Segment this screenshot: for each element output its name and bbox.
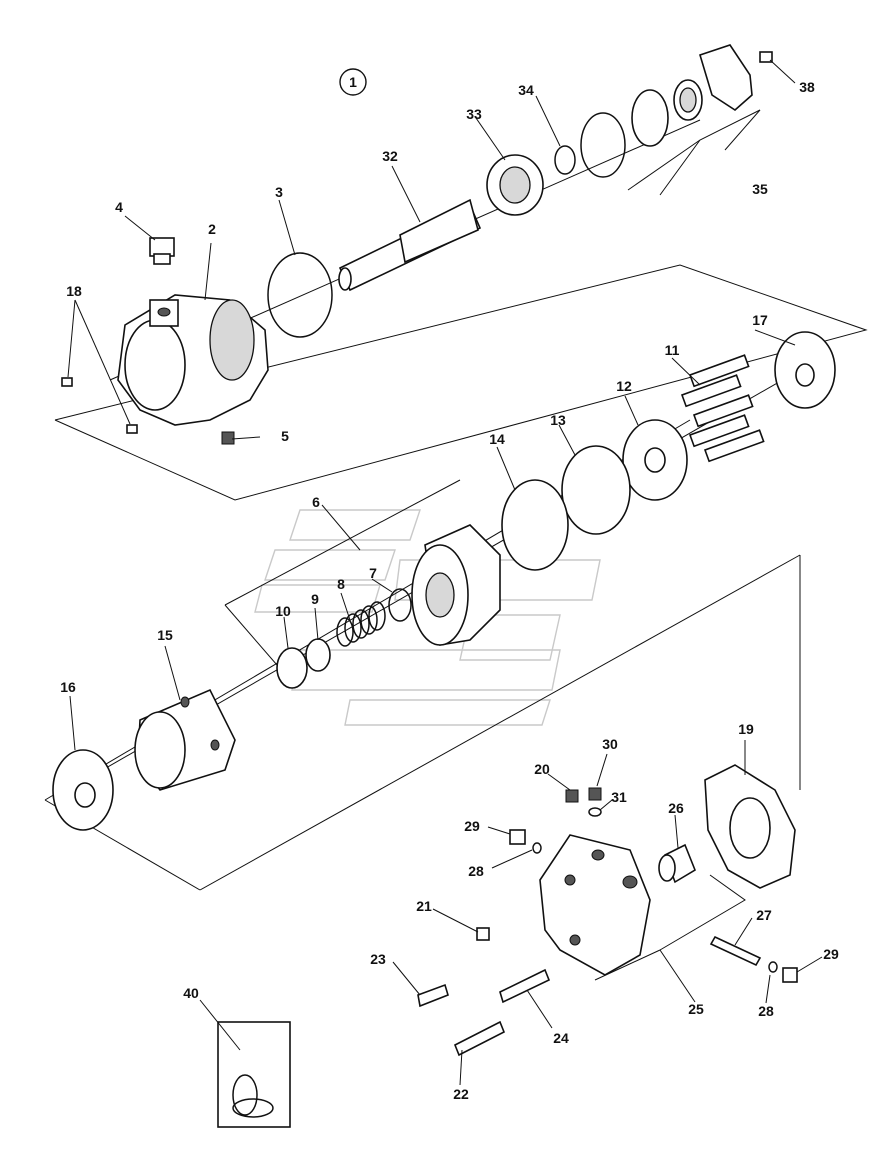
callout-label: 26 — [668, 800, 684, 816]
callout-label: 31 — [611, 789, 627, 805]
callout-label: 33 — [466, 106, 482, 122]
plug-part-21 — [476, 927, 490, 941]
callout-label: 27 — [756, 907, 772, 923]
valve-block-part-25 — [539, 834, 651, 976]
o-ring-large — [580, 112, 626, 178]
callout-label: 2 — [208, 221, 216, 237]
callout-label: 17 — [752, 312, 768, 328]
callout-label: 11 — [665, 342, 680, 358]
ring-part-7 — [388, 588, 412, 622]
callout-label: 28 — [758, 1003, 774, 1019]
plug-part-5 — [221, 431, 235, 445]
seal-kit-bag-part-40 — [217, 1021, 291, 1128]
callout-label: 29 — [464, 818, 480, 834]
pistons-part-11 — [680, 354, 765, 463]
screw-part-38 — [759, 51, 773, 63]
bearing-part-33 — [486, 154, 544, 216]
callout-label: 29 — [823, 946, 839, 962]
callout-label: 9 — [311, 591, 319, 607]
plate-part-13 — [561, 445, 631, 535]
callout-label: 35 — [752, 181, 768, 197]
ring-part-10 — [276, 647, 308, 689]
cylinder-block-part-6 — [411, 524, 501, 646]
callout-label: 19 — [738, 721, 754, 737]
callout-label: 22 — [453, 1086, 469, 1102]
callout-label: 40 — [183, 985, 199, 1001]
bushing-part-26 — [658, 843, 696, 884]
spring-part-8 — [336, 601, 386, 647]
callout-label: 23 — [370, 951, 386, 967]
callout-label: 12 — [616, 378, 632, 394]
washer-part-28-left — [532, 842, 542, 854]
callout-labels: 2 3 4 5 6 7 8 9 10 11 12 13 14 15 16 17 … — [60, 79, 839, 1102]
callout-label: 15 — [157, 627, 173, 643]
callout-label: 10 — [275, 603, 291, 619]
bolt-part-24 — [499, 968, 551, 1004]
callout-label: 24 — [553, 1030, 569, 1046]
plug-part-20 — [565, 789, 579, 803]
bolt-part-23 — [417, 983, 449, 1008]
housing-part — [117, 294, 269, 426]
cover-plate-part — [699, 44, 753, 112]
view-number: 1 — [349, 74, 357, 90]
callout-label: 34 — [518, 82, 534, 98]
callout-label: 25 — [688, 1001, 704, 1017]
plate-part-17 — [774, 331, 836, 409]
retainer-plate-part-12 — [622, 419, 688, 501]
callout-label: 30 — [602, 736, 618, 752]
bolt-part-22 — [453, 1020, 506, 1057]
o-ring-part-3 — [267, 252, 333, 338]
plug-part-30 — [588, 787, 602, 801]
callout-label: 20 — [534, 761, 550, 777]
callout-label: 28 — [468, 863, 484, 879]
washer-part-9 — [305, 638, 331, 672]
washer-part-28-right — [768, 961, 778, 973]
plate-part-14 — [501, 479, 569, 571]
view-number-circle — [339, 68, 367, 96]
callout-label: 32 — [382, 148, 398, 164]
pins-part-18 — [61, 377, 138, 434]
callout-label: 3 — [275, 184, 283, 200]
leader-lines — [67, 59, 823, 1086]
pin-part-27 — [709, 935, 762, 967]
callout-label: 7 — [369, 565, 377, 581]
callout-label: 13 — [550, 412, 566, 428]
callout-label: 4 — [115, 199, 123, 215]
seal-group-part-35 — [631, 79, 703, 147]
callout-label: 5 — [281, 428, 289, 444]
plug-part-29-right — [782, 967, 798, 983]
shaft-part-32 — [338, 198, 482, 292]
callout-label: 21 — [416, 898, 432, 914]
callout-label: 8 — [337, 576, 345, 592]
callout-label: 18 — [66, 283, 82, 299]
plug-part-4 — [149, 237, 175, 265]
callout-label: 6 — [312, 494, 320, 510]
sleeve-part-15 — [134, 688, 236, 791]
callout-label: 38 — [799, 79, 815, 95]
callout-label: 16 — [60, 679, 76, 695]
callout-label: 14 — [489, 431, 505, 447]
ring-part-31 — [588, 807, 602, 817]
plug-part-29-left — [509, 829, 526, 845]
ring-part-34 — [554, 145, 576, 175]
plate-part-16 — [52, 749, 114, 831]
gasket-part-19 — [704, 764, 796, 889]
